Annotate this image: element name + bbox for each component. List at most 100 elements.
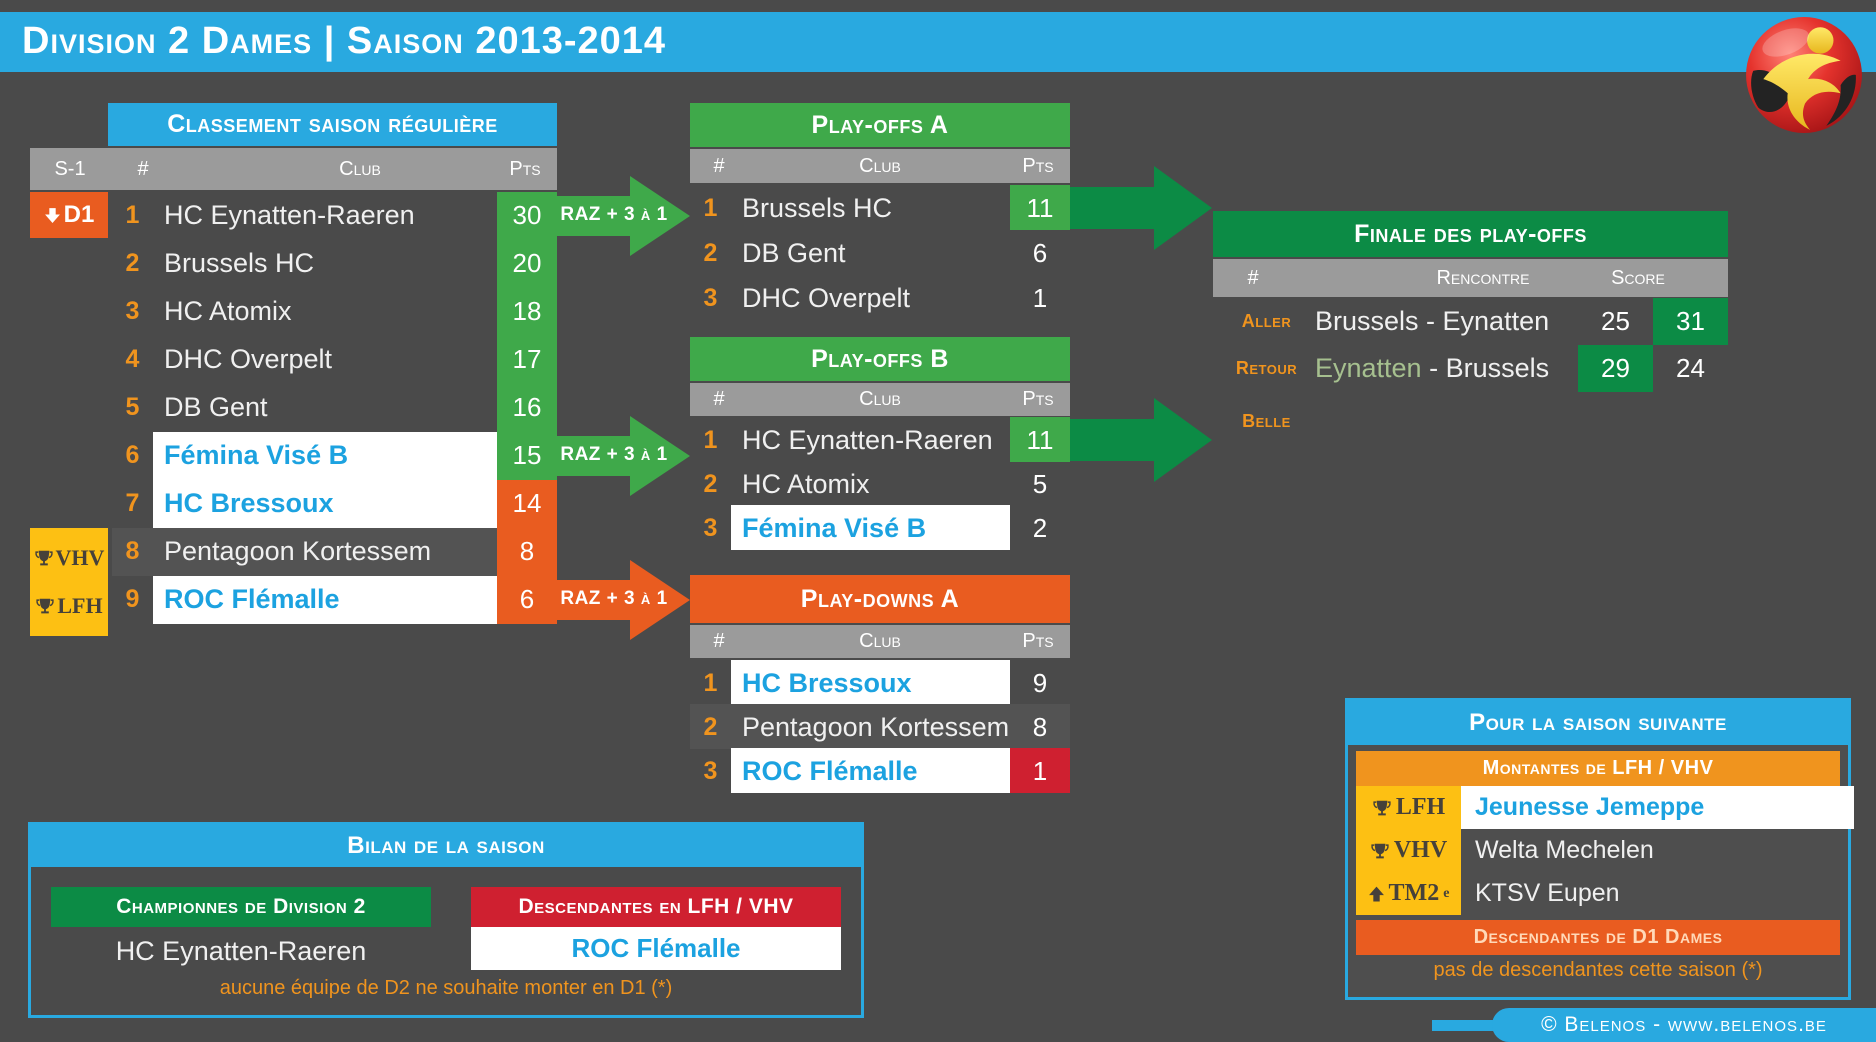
row-club: Pentagoon Kortessem	[164, 536, 432, 566]
column-rank: #	[713, 630, 725, 652]
table-row: 6 Fémina Visé B 15	[112, 432, 557, 480]
promoted-club: KTSV Eupen	[1475, 879, 1620, 907]
row-club: ROC Flémalle	[731, 748, 1010, 793]
page-title: Division 2 Dames | Saison 2013-2014	[22, 20, 667, 62]
row-pts: 1	[1032, 283, 1048, 313]
arrow-label: RAZ + 3 à 1	[560, 444, 668, 465]
badge-lfh-label: LFH	[1395, 794, 1446, 820]
relegated-club: ROC Flémalle	[471, 927, 841, 970]
score-away: 24	[1676, 353, 1705, 383]
champion-header: Championnes de Division 2	[51, 887, 431, 927]
match-name: Brussels - Eynatten	[1315, 298, 1549, 345]
row-pts: 14	[497, 480, 557, 528]
belenos-logo-icon	[1746, 17, 1862, 133]
score-home: 29	[1578, 345, 1653, 392]
arrow-playoffs-a-to-finale-head	[1154, 166, 1212, 250]
row-club: Fémina Visé B	[731, 505, 1010, 550]
promoted-header: Montantes de LFH / VHV	[1356, 751, 1840, 786]
row-pts: 5	[1032, 469, 1048, 499]
trophy-icon	[36, 598, 55, 614]
column-pts: Pts	[1022, 388, 1054, 410]
d1-relegated-header: Descendantes de D1 Dames	[1356, 920, 1840, 955]
row-rank: 2	[703, 470, 718, 498]
column-s1: S-1	[54, 157, 86, 180]
row-pts: 6	[497, 576, 557, 624]
row-pts: 17	[497, 336, 557, 384]
d1-relegated-note: pas de descendantes cette saison (*)	[1433, 959, 1763, 981]
table-row: 3 HC Atomix 18	[112, 288, 557, 336]
finale-row-belle: Belle	[1213, 398, 1728, 445]
column-pts: Pts	[1022, 630, 1054, 652]
row-club: HC Bressoux	[153, 480, 497, 528]
row-rank: 9	[125, 585, 140, 613]
row-rank: 1	[703, 426, 718, 454]
arrow-playoffs-a-to-finale	[1070, 187, 1154, 229]
home-team: Brussels	[1315, 306, 1419, 336]
home-team: Eynatten	[1315, 353, 1422, 383]
down-arrow-icon	[44, 207, 60, 223]
row-rank: 7	[125, 489, 140, 517]
page-header-bar: Division 2 Dames | Saison 2013-2014	[0, 12, 1876, 72]
table-row: 3 Fémina Visé B 2	[690, 505, 1070, 550]
column-club: Club	[859, 154, 901, 177]
column-rank: #	[137, 157, 149, 180]
row-rank: 3	[125, 297, 140, 325]
badge-vhv: VHV	[1356, 829, 1461, 872]
arrow-to-playdowns-a	[557, 580, 630, 620]
column-rank: #	[713, 154, 725, 177]
score-home: 25	[1601, 306, 1630, 336]
playoffs-b-title: Play-offs B	[690, 337, 1070, 381]
table-row: 2 DB Gent 6	[690, 230, 1070, 275]
playoffs-b-column-header: # Club Pts	[690, 383, 1070, 416]
promoted-badges-cell: VHV LFH	[30, 528, 108, 636]
playoffs-a-column-header: # Club Pts	[690, 149, 1070, 183]
trophy-icon	[1371, 843, 1389, 858]
badge-vhv: VHV	[34, 545, 105, 571]
regular-season-title: Classement saison régulière	[108, 103, 557, 146]
arrow-to-playdowns-a-head	[630, 560, 690, 640]
match-name: Eynatten - Brussels	[1315, 345, 1549, 392]
column-score: Score	[1611, 266, 1665, 289]
table-row: 3 ROC Flémalle 1	[690, 748, 1070, 793]
finale-row-aller: Aller Brussels - Eynatten 25 31	[1213, 298, 1728, 345]
row-club: DB Gent	[742, 238, 846, 268]
finale-column-header: # Rencontre Score	[1213, 259, 1728, 297]
column-club: Club	[859, 630, 901, 652]
column-rank: #	[713, 388, 725, 410]
row-pts: 9	[1032, 668, 1048, 698]
table-row: 4 DHC Overpelt 17	[112, 336, 557, 384]
champion-club: HC Eynatten-Raeren	[115, 936, 367, 966]
row-club: DHC Overpelt	[164, 344, 333, 374]
row-pts: 6	[1032, 238, 1048, 268]
away-team: Brussels	[1445, 353, 1550, 383]
column-club: Club	[859, 388, 901, 410]
row-club: HC Eynatten-Raeren	[164, 200, 415, 230]
column-pts: Pts	[1022, 154, 1054, 177]
table-row: 1 HC Bressoux 9	[690, 660, 1070, 705]
arrow-to-playoffs-a-head	[630, 176, 690, 256]
away-team: Eynatten	[1442, 306, 1550, 336]
row-rank: 4	[125, 345, 140, 373]
leg-label: Belle	[1242, 411, 1291, 431]
promoted-club: Jeunesse Jemeppe	[1461, 786, 1854, 829]
table-row: 2 Pentagoon Kortessem 8	[690, 704, 1070, 749]
relegated-header: Descendantes en LFH / VHV	[471, 887, 841, 927]
table-row: 1 HC Eynatten-Raeren 30	[112, 192, 557, 240]
row-pts: 11	[1010, 417, 1070, 462]
arrow-playoffs-b-to-finale	[1070, 419, 1154, 461]
table-row: 2 HC Atomix 5	[690, 461, 1070, 506]
row-pts: 8	[497, 528, 557, 576]
arrow-to-playoffs-b-head	[630, 416, 690, 496]
playoffs-a-title: Play-offs A	[690, 103, 1070, 147]
separator: -	[1421, 353, 1446, 383]
column-pts: Pts	[509, 157, 541, 180]
leg-label: Retour	[1235, 358, 1298, 378]
row-rank: 2	[703, 713, 718, 741]
row-pts: 15	[497, 432, 557, 480]
footer-credit: © Belenos - www.belenos.be	[1492, 1008, 1876, 1042]
badge-tm2-sup: e	[1443, 885, 1450, 901]
arrow-label: RAZ + 3 à 1	[560, 204, 668, 225]
badge-vhv-label: VHV	[55, 545, 105, 570]
column-match: Rencontre	[1436, 266, 1530, 289]
badge-lfh: LFH	[35, 593, 103, 619]
